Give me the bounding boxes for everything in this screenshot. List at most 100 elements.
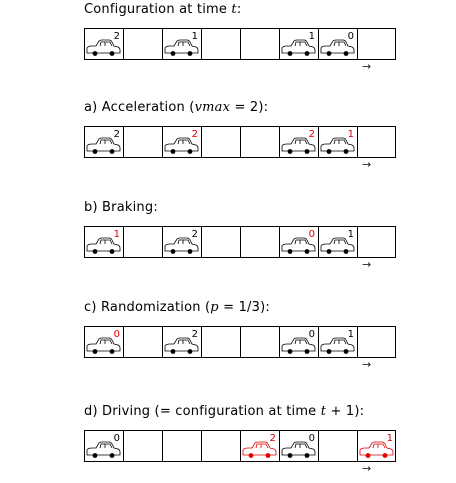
velocity-label: 2 (309, 129, 315, 140)
title-math: t (320, 404, 327, 419)
car-wheel (187, 149, 193, 154)
car-wheel (109, 149, 115, 154)
car-wheel (287, 249, 293, 254)
cell-1: 0 (86, 329, 121, 354)
car-window (333, 339, 347, 345)
car-body (320, 237, 355, 252)
direction-arrow-icon: → (362, 358, 372, 371)
velocity-label: 0 (309, 433, 315, 444)
car-wheel (187, 51, 193, 56)
title-text: c) Randomization ( (84, 300, 211, 315)
cell-6: 0 (281, 433, 316, 458)
panel-title: a) Acceleration (vmax = 2): (84, 100, 268, 115)
cell-7: 1 (320, 229, 355, 254)
cell-5: 2 (242, 433, 277, 458)
car-icon (164, 39, 199, 56)
car-wheel (109, 349, 115, 354)
car-window (99, 139, 113, 145)
velocity-label: 1 (348, 329, 354, 340)
cell-6: 0 (281, 229, 316, 254)
car-icon (281, 39, 316, 56)
car-wheel (92, 453, 98, 458)
car-wheel (365, 453, 371, 458)
car-wheel (287, 453, 293, 458)
cell-3: 2 (164, 229, 199, 254)
direction-arrow-icon: → (362, 60, 372, 73)
title-text-end: = 1/3): (218, 300, 270, 315)
car-window (294, 41, 308, 47)
car-wheel (304, 249, 310, 254)
velocity-label: 1 (348, 129, 354, 140)
car-body (281, 237, 316, 252)
car-window (294, 239, 308, 245)
car-window (333, 41, 347, 47)
velocity-label: 0 (309, 329, 315, 340)
car-wheel (287, 149, 293, 154)
car-body (164, 137, 199, 152)
car-wheel (343, 149, 349, 154)
velocity-label: 0 (114, 329, 120, 340)
car-icon (242, 441, 277, 458)
panel-title: b) Braking: (84, 200, 158, 215)
car-icon (86, 137, 121, 154)
car-icon (281, 237, 316, 254)
cell-3: 2 (164, 329, 199, 354)
car-icon (320, 237, 355, 254)
car-wheel (326, 51, 332, 56)
velocity-label: 0 (348, 31, 354, 42)
car-icon (320, 137, 355, 154)
car-wheel (343, 249, 349, 254)
car-icon (281, 137, 316, 154)
velocity-label: 2 (192, 129, 198, 140)
car-icon (320, 337, 355, 354)
title-text-end: + 1): (326, 404, 365, 419)
car-window (177, 139, 191, 145)
road-lane: 0 2 0 1 (84, 326, 396, 358)
cell-7: 1 (320, 129, 355, 154)
car-body (164, 39, 199, 54)
car-window (333, 139, 347, 145)
cell-6: 1 (281, 31, 316, 56)
car-body (164, 337, 199, 352)
car-body (86, 337, 121, 352)
car-wheel (326, 249, 332, 254)
cell-7: 0 (320, 31, 355, 56)
car-body (86, 39, 121, 54)
car-wheel (92, 51, 98, 56)
panel-title: c) Randomization (p = 1/3): (84, 300, 270, 315)
car-window (333, 239, 347, 245)
car-wheel (382, 453, 388, 458)
car-wheel (326, 349, 332, 354)
car-body (320, 137, 355, 152)
velocity-label: 1 (309, 31, 315, 42)
car-window (177, 41, 191, 47)
car-body (86, 237, 121, 252)
car-icon (86, 237, 121, 254)
car-body (86, 137, 121, 152)
car-wheel (304, 453, 310, 458)
cell-6: 2 (281, 129, 316, 154)
cell-3: 1 (164, 31, 199, 56)
car-window (294, 139, 308, 145)
car-window (99, 41, 113, 47)
car-body (281, 441, 316, 456)
car-body (242, 441, 277, 456)
cell-1: 0 (86, 433, 121, 458)
car-wheel (92, 349, 98, 354)
car-icon (281, 337, 316, 354)
car-wheel (170, 51, 176, 56)
direction-arrow-icon: → (362, 462, 372, 475)
panel-title: d) Driving (= configuration at time t + … (84, 404, 364, 419)
car-wheel (287, 51, 293, 56)
car-body (281, 337, 316, 352)
car-wheel (170, 349, 176, 354)
car-wheel (187, 249, 193, 254)
car-wheel (304, 51, 310, 56)
car-wheel (343, 51, 349, 56)
car-body (320, 39, 355, 54)
car-window (372, 443, 386, 449)
velocity-label: 2 (192, 329, 198, 340)
direction-arrow-icon: → (362, 258, 372, 271)
car-window (255, 443, 269, 449)
